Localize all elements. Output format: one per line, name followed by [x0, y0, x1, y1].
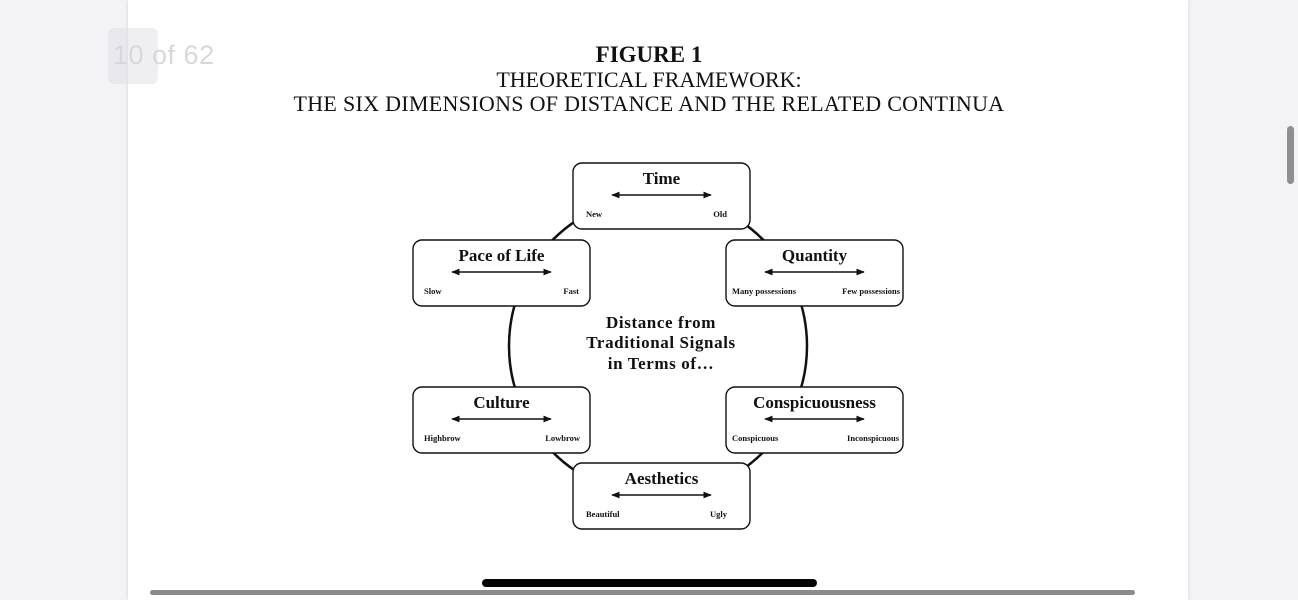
- center-text-line3: in Terms of…: [608, 354, 714, 373]
- center-text-line2: Traditional Signals: [586, 333, 735, 352]
- dimension-name: Pace of Life: [459, 246, 545, 265]
- continuum-left-label: New: [586, 209, 603, 219]
- continuum-right-label: Fast: [563, 286, 579, 296]
- center-text-line1: Distance from: [606, 313, 716, 332]
- continuum-right-label: Ugly: [710, 509, 728, 519]
- continuum-right-label: Old: [713, 209, 727, 219]
- page-indicator: [108, 28, 158, 84]
- dimension-name: Quantity: [782, 246, 848, 265]
- home-indicator[interactable]: [482, 579, 817, 587]
- dimension-name: Time: [643, 169, 681, 188]
- page-counter: 10 of 62: [113, 40, 215, 70]
- figure-title-line1: THEORETICAL FRAMEWORK:: [496, 67, 802, 92]
- figure-label: FIGURE 1: [595, 42, 703, 67]
- continuum-left-label: Highbrow: [424, 433, 462, 443]
- continuum-right-label: Lowbrow: [545, 433, 581, 443]
- continuum-left-label: Slow: [424, 286, 442, 296]
- horizontal-scrollbar[interactable]: [150, 590, 1135, 595]
- figure-title-line2: THE SIX DIMENSIONS OF DISTANCE AND THE R…: [293, 91, 1005, 116]
- dimension-name: Conspicuousness: [753, 393, 876, 412]
- continuum-left-label: Many possessions: [732, 286, 797, 296]
- dimension-name: Aesthetics: [625, 469, 699, 488]
- continuum-right-label: Inconspicuous: [847, 433, 900, 443]
- continuum-right-label: Few possessions: [842, 286, 901, 296]
- continuum-left-label: Conspicuous: [732, 433, 779, 443]
- dimension-name: Culture: [473, 393, 530, 412]
- vertical-scrollbar-thumb[interactable]: [1287, 126, 1294, 184]
- continuum-left-label: Beautiful: [586, 509, 620, 519]
